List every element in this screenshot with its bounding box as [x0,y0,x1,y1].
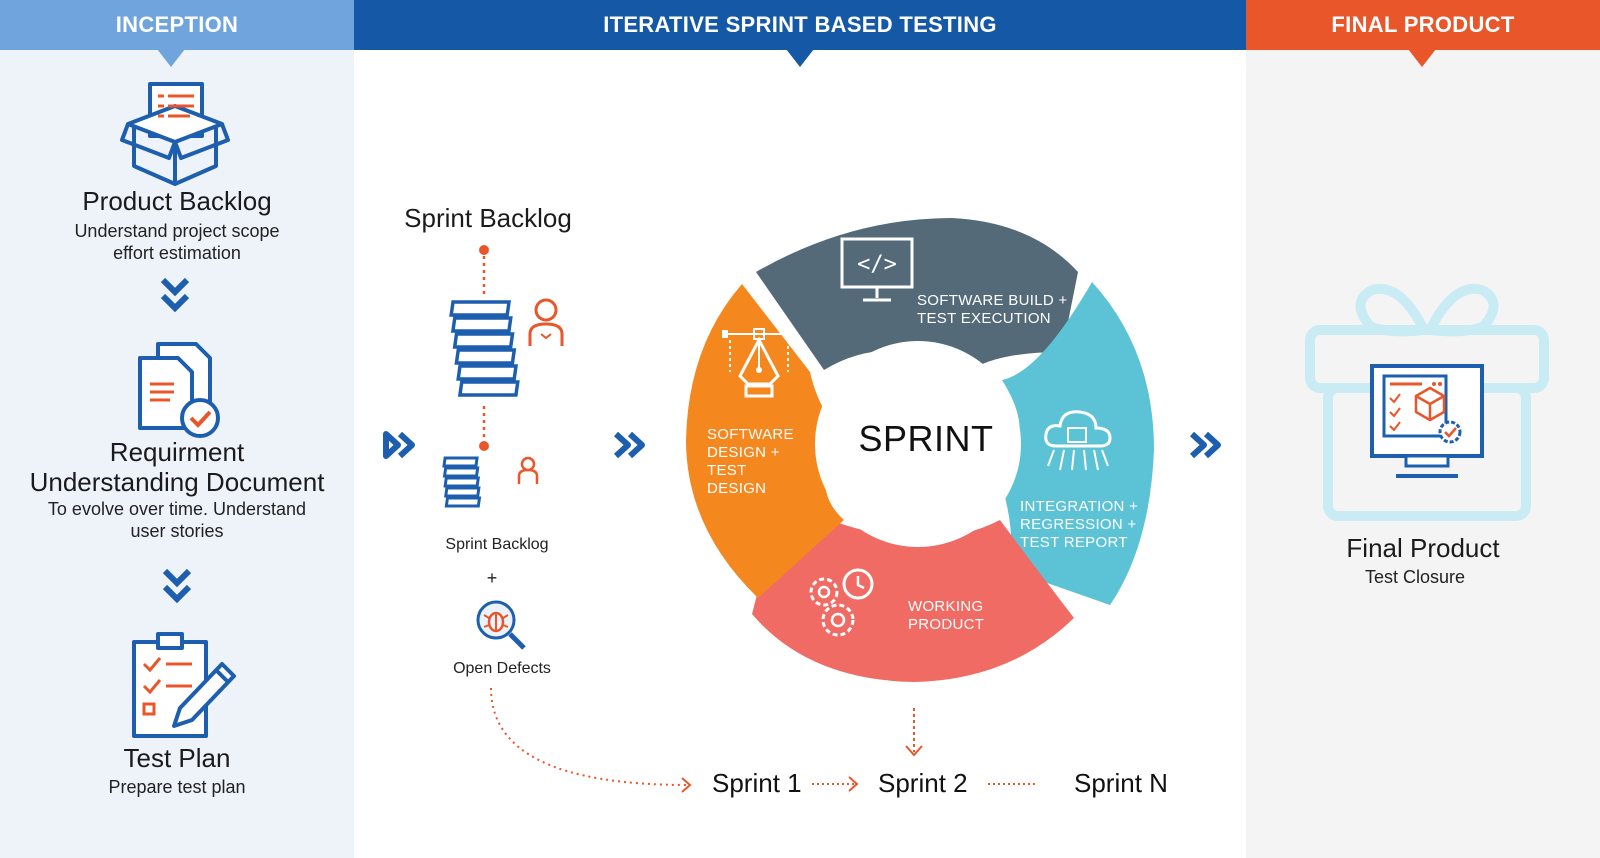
inception-header-notch [157,49,185,67]
code-monitor-icon: </> [840,237,914,302]
requirement-doc-title1: Requirment [109,437,245,467]
final-product-header: FINAL PRODUCT [1246,0,1600,50]
product-backlog-line2: effort estimation [113,243,241,263]
sprint-backlog-label: Sprint Backlog [445,536,549,553]
open-defects-label: Open Defects [453,660,551,677]
bug-search-icon [476,600,526,650]
integration-text-line1: INTEGRATION + [1020,498,1139,515]
chevron-down-icon [160,277,190,313]
segment-software-design [686,284,844,598]
design-text-line2: DESIGN + [707,444,780,461]
iterative-header-notch [786,49,814,67]
gears-clock-icon [809,568,874,637]
design-text-line4: DESIGN [707,480,767,497]
product-backlog-line1: Understand project scope [74,221,280,241]
plus-sign: + [486,568,498,588]
double-chevron-right-icon [1189,431,1221,459]
chevron-down-icon [162,568,192,604]
working-text-line1: WORKING [908,598,984,615]
cloud-integration-icon [1044,410,1112,471]
build-text-line1: SOFTWARE BUILD + [917,292,1068,309]
build-text-line2: TEST EXECUTION [917,310,1051,327]
iterative-header: ITERATIVE SPRINT BASED TESTING [354,0,1246,50]
test-plan-title: Test Plan [123,743,231,773]
sprint-center-label: SPRINT [858,418,994,459]
final-header-notch [1408,49,1436,67]
product-backlog-box-icon [120,82,230,186]
design-text-line1: SOFTWARE [707,426,794,443]
product-backlog-title: Product Backlog [82,186,272,216]
final-product-subtitle: Test Closure [1364,567,1466,587]
requirement-document-icon [138,342,220,438]
requirement-doc-line1: To evolve over time. Understand [47,499,307,519]
requirement-doc-line2: user stories [130,521,224,541]
sprint-n-label: Sprint N [1074,768,1168,798]
sprint-backlog-title: Sprint Backlog [404,203,572,233]
design-text-line3: TEST [707,462,747,479]
requirement-doc-title2: Understanding Document [29,467,325,497]
sprint-center-circle [815,341,1021,547]
test-plan-line1: Prepare test plan [108,777,246,797]
sprint-2-label: Sprint 2 [878,768,968,798]
sprint-1-label: Sprint 1 [712,768,802,798]
integration-text-line2: REGRESSION + [1020,516,1137,533]
integration-text-line3: TEST REPORT [1020,534,1128,551]
working-text-line2: PRODUCT [908,616,985,633]
sprint-backlog-stack-graphic [442,245,564,508]
segment-working-product [752,520,1074,682]
svg-text:</>: </> [857,252,897,277]
double-chevron-right-icon [613,431,645,459]
gift-product-icon [1305,283,1549,521]
test-plan-clipboard-icon [132,632,236,738]
segment-software-build [756,218,1078,372]
pen-design-icon [722,328,796,398]
double-chevron-right-icon [383,431,415,459]
final-product-title: Final Product [1346,533,1500,563]
segment-integration [996,282,1154,605]
inception-header: INCEPTION [0,0,354,50]
